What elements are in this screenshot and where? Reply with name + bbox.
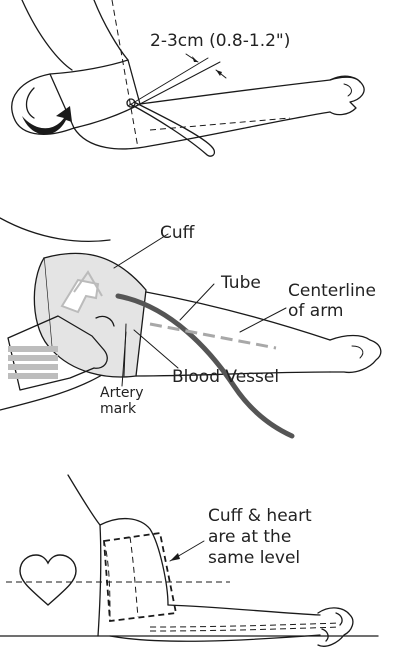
cuff-body [44, 253, 146, 377]
artery-label-line1: Artery [100, 385, 143, 401]
level-label-line1: Cuff & heart [208, 507, 312, 526]
centerline-leader [240, 308, 286, 332]
forearm-top [168, 605, 320, 615]
artery-label-line2: mark [100, 401, 136, 417]
tube-dashed [150, 623, 340, 627]
forearm-outline-bottom [74, 112, 330, 149]
tube-label: Tube [221, 274, 261, 293]
hand-finger-line [344, 84, 351, 96]
body-outline [68, 475, 101, 636]
cuff-label: Cuff [160, 224, 194, 243]
step-2-artery-alignment-panel: Cuff Tube Centerline of arm Blood Vessel… [0, 200, 397, 445]
blood-vessel-leader [134, 330, 178, 368]
level-label-line3: same level [208, 549, 300, 568]
arm-center-dashed [150, 118, 290, 130]
arm-artery-illustration [0, 200, 397, 445]
step-3-heart-level-panel: Cuff & heart are at the same level [0, 445, 397, 671]
right-hand-outline [330, 336, 381, 373]
step-1-cuff-position-panel: 2-3cm (0.8-1.2") [0, 0, 397, 200]
upper-arm-outline-left [22, 0, 72, 70]
cuff-flap-inner [27, 88, 35, 118]
cuff-flap [12, 74, 74, 134]
measure-line-1 [128, 58, 208, 106]
forearm-outline-top [140, 77, 360, 104]
arm-heart-level-illustration [0, 445, 397, 671]
measure-line-2 [140, 62, 220, 104]
blood-vessel-label: Blood Vessel [172, 368, 279, 387]
wrap-direction-arrow [22, 106, 72, 135]
centerline-dashed [150, 324, 276, 348]
centerline-label-line1: Centerline [288, 282, 376, 301]
arm-with-cuff-illustration [0, 0, 397, 200]
heart-icon [20, 555, 76, 605]
tube-leader [180, 284, 214, 320]
shoulder-outline [0, 218, 110, 241]
centerline-dashed [112, 0, 138, 148]
device-stripes [8, 346, 58, 379]
tube-outline [130, 102, 214, 156]
level-label-line2: are at the [208, 528, 291, 547]
centerline-label-line2: of arm [288, 302, 343, 321]
measurement-label: 2-3cm (0.8-1.2") [150, 32, 290, 51]
upper-arm-outline-right [94, 0, 128, 60]
tube-line [118, 296, 292, 436]
hand-outline [330, 76, 364, 114]
